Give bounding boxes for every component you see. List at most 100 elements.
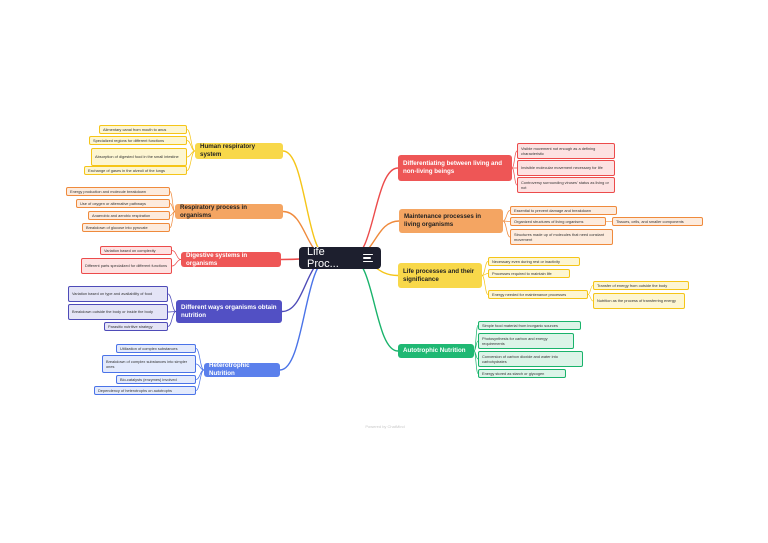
leaf-node-label: Breakdown outside the body or inside the… — [72, 309, 153, 315]
leaf-node[interactable]: Breakdown of glucose into pyruvate — [82, 223, 170, 232]
leaf-node[interactable]: Different parts specialized for differen… — [81, 258, 172, 274]
leaf-node-label: Structures made up of molecules that nee… — [514, 231, 604, 242]
subleaf-node[interactable]: Transfer of energy from outside the body — [593, 281, 689, 290]
root-label: Life Proc... — [307, 246, 339, 270]
subleaf-node-label: Nutrition as the process of transferring… — [597, 298, 676, 304]
branch-connector — [350, 257, 399, 352]
leaf-connector — [481, 273, 489, 276]
leaf-connector — [502, 220, 511, 238]
leaf-node-label: Exchange of gases in the alveoli of the … — [88, 167, 165, 173]
branch-node[interactable]: Differentiating between living and non-l… — [398, 155, 512, 181]
leaf-node-label: Different parts specialized for differen… — [85, 263, 168, 269]
branch-connector — [279, 257, 330, 371]
leaf-node-label: Visible movement not enough as a definin… — [521, 145, 596, 156]
subleaf-node[interactable]: Nutrition as the process of transferring… — [593, 293, 685, 309]
leaf-node-label: Bio-catalysts (enzymes) involved — [120, 376, 177, 382]
leaf-node-label: Use of oxygen or alternative pathways — [80, 200, 146, 206]
menu-icon[interactable] — [363, 254, 373, 262]
leaf-node-label: Processes required to maintain life — [492, 270, 552, 276]
subleaf-node-label: Tissues, cells, and smaller components — [616, 218, 684, 224]
leaf-node[interactable]: Parasitic nutritive strategy — [104, 322, 168, 331]
leaf-connector — [195, 363, 205, 371]
leaf-node[interactable]: Simple food material from inorganic sour… — [478, 321, 581, 330]
branch-node[interactable]: Digestive systems in organisms — [181, 252, 281, 267]
leaf-connector — [511, 150, 518, 169]
leaf-node-label: Variation based on type and availability… — [72, 291, 153, 297]
leaf-connector — [186, 129, 196, 152]
leaf-node[interactable]: Alimentary canal from mouth to anus — [99, 125, 187, 134]
leaf-node[interactable]: Bio-catalysts (enzymes) involved — [116, 375, 196, 384]
branch-node[interactable]: Different ways organisms obtain nutritio… — [176, 300, 282, 323]
leaf-connector — [473, 350, 479, 374]
branch-node-label: Respiratory process in organisms — [180, 203, 248, 219]
root-node[interactable]: Life Proc... — [299, 246, 381, 270]
leaf-connector — [171, 259, 182, 267]
branch-node[interactable]: Life processes and their significance — [398, 263, 482, 288]
leaf-node[interactable]: Dependency of heterotrophs on autotrophs — [94, 386, 196, 395]
leaf-connector — [167, 293, 177, 312]
leaf-connector — [502, 210, 511, 222]
leaf-node-label: Conversion of carbon dioxide and water i… — [482, 353, 558, 364]
leaf-connector — [511, 167, 518, 186]
leaf-node[interactable]: Absorption of digested food in the small… — [91, 148, 187, 166]
leaf-connector — [171, 250, 182, 260]
leaf-node[interactable]: Breakdown of complex substances into sim… — [102, 355, 196, 373]
leaf-node[interactable]: Energy needed for maintenance processes — [488, 290, 588, 299]
leaf-node[interactable]: Structures made up of molecules that nee… — [510, 229, 613, 245]
leaf-node[interactable]: Variation based on type and availability… — [68, 286, 168, 302]
branch-node[interactable]: Maintenance processes in living organism… — [399, 209, 503, 233]
leaf-node[interactable]: Invisible molecular movement necessary f… — [517, 160, 615, 176]
leaf-node[interactable]: Visible movement not enough as a definin… — [517, 143, 615, 159]
leaf-node[interactable]: Controversy surrounding viruses' status … — [517, 177, 615, 193]
leaf-node-label: Energy stored as starch or glycogen — [482, 370, 545, 376]
branch-node[interactable]: Heterotrophic Nutrition — [204, 362, 280, 377]
leaf-node[interactable]: Utilization of complex substances — [116, 344, 196, 353]
leaf-node[interactable]: Anaerobic and aerobic respiration — [88, 211, 170, 220]
branch-node[interactable]: Autotrophic Nutrition — [398, 344, 474, 358]
leaf-node-label: Energy production and molecule breakdown — [70, 188, 146, 194]
leaf-node-label: Alimentary canal from mouth to anus — [103, 126, 167, 132]
subleaf-node-label: Transfer of energy from outside the body — [597, 282, 668, 288]
leaf-node[interactable]: Energy production and molecule breakdown — [66, 187, 170, 196]
leaf-connector — [473, 340, 479, 352]
branch-node-label: Autotrophic Nutrition — [403, 347, 466, 355]
leaf-node-label: Photosynthesis for carbon and energy req… — [482, 335, 548, 346]
leaf-node-label: Breakdown of complex substances into sim… — [106, 358, 188, 369]
subleaf-node[interactable]: Tissues, cells, and smaller components — [612, 217, 703, 226]
leaf-node[interactable]: Organized structures of living organisms — [510, 217, 606, 226]
leaf-node[interactable]: Essential to prevent damage and breakdow… — [510, 206, 617, 215]
branch-node-label: Different ways organisms obtain nutritio… — [181, 303, 277, 319]
branch-node-label: Maintenance processes in living organism… — [404, 213, 482, 228]
branch-node-label: Digestive systems in organisms — [186, 251, 248, 267]
leaf-node-label: Anaerobic and aerobic respiration — [92, 212, 151, 218]
watermark: Powered by ChatMind — [365, 424, 405, 429]
leaf-node-label: Invisible molecular movement necessary f… — [521, 165, 603, 171]
leaf-node-label: Essential to prevent damage and breakdow… — [514, 207, 591, 213]
branch-connector — [350, 167, 399, 259]
leaf-node[interactable]: Exchange of gases in the alveoli of the … — [84, 166, 187, 175]
leaf-node-label: Utilization of complex substances — [120, 345, 178, 351]
leaf-node[interactable]: Photosynthesis for carbon and energy req… — [478, 333, 574, 349]
leaf-node-label: Variation based on complexity — [104, 247, 156, 253]
leaf-node-label: Specialized regions for different functi… — [93, 137, 165, 143]
leaf-node[interactable]: Specialized regions for different functi… — [89, 136, 187, 145]
leaf-node[interactable]: Breakdown outside the body or inside the… — [68, 304, 168, 320]
leaf-connector — [186, 150, 196, 171]
leaf-node[interactable]: Necessary even during rest or inactivity — [488, 257, 580, 266]
branch-connector — [282, 150, 330, 259]
branch-node[interactable]: Human respiratory system — [195, 143, 283, 159]
leaf-node[interactable]: Energy stored as starch or glycogen — [478, 369, 566, 378]
subleaf-connector — [587, 294, 594, 302]
leaf-connector — [186, 140, 196, 152]
leaf-connector — [169, 211, 176, 228]
leaf-node-label: Controversy surrounding viruses' status … — [521, 179, 609, 190]
leaf-node-label: Dependency of heterotrophs on autotrophs — [98, 387, 172, 393]
leaf-connector — [195, 348, 205, 371]
leaf-node[interactable]: Conversion of carbon dioxide and water i… — [478, 351, 583, 367]
leaf-node[interactable]: Processes required to maintain life — [488, 269, 570, 278]
leaf-node[interactable]: Use of oxygen or alternative pathways — [76, 199, 170, 208]
branch-node-label: Differentiating between living and non-l… — [403, 160, 503, 175]
leaf-node[interactable]: Variation based on complexity — [100, 246, 172, 255]
branch-node[interactable]: Respiratory process in organisms — [175, 204, 283, 219]
